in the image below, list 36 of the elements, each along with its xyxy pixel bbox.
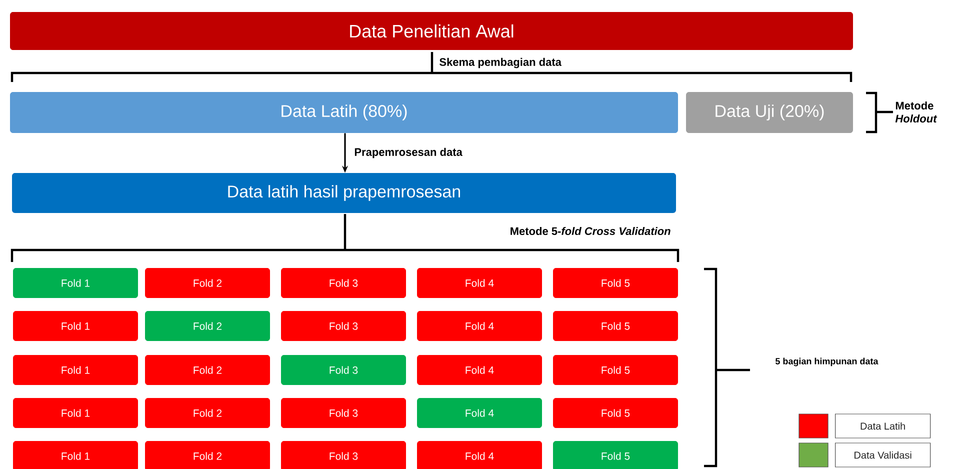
fold-box: Fold 5 xyxy=(553,355,678,385)
fold-box: Fold 1 xyxy=(13,441,138,469)
fold-box: Fold 1 xyxy=(13,268,138,298)
fold-box: Fold 3 xyxy=(281,398,406,428)
fold-box: Fold 4 xyxy=(417,311,542,341)
fold-box: Fold 2 xyxy=(145,355,270,385)
fold-box: Fold 3 xyxy=(281,268,406,298)
fold-box: Fold 4 xyxy=(417,355,542,385)
fold-box: Fold 2 xyxy=(145,311,270,341)
bracket-label: Metode Holdout xyxy=(895,101,938,123)
fold-box: Fold 4 xyxy=(417,268,542,298)
legend-label: Data Latih xyxy=(835,414,931,438)
fold-box: Fold 5 xyxy=(553,268,678,298)
fold-box: Fold 4 xyxy=(417,441,542,469)
fold-box: Fold 5 xyxy=(553,398,678,428)
legend-label: Data Validasi xyxy=(835,442,931,468)
bracket-label: 5 bagian himpunan data xyxy=(776,358,878,366)
bracket-label: Metode 5-fold Cross Validation xyxy=(510,226,670,236)
fold-box: Fold 2 xyxy=(145,398,270,428)
fold-box: Fold 5 xyxy=(553,441,678,469)
bracket-label: Skema pembagian data xyxy=(440,58,562,68)
title-bar: Data Penelitian Awal xyxy=(10,12,853,50)
data-box: Data Latih (80%) xyxy=(10,92,678,133)
fold-box: Fold 5 xyxy=(553,311,678,341)
data-box: Data latih hasil prapemrosesan xyxy=(12,173,676,213)
fold-box: Fold 2 xyxy=(145,441,270,469)
fold-box: Fold 3 xyxy=(281,441,406,469)
fold-box: Fold 1 xyxy=(13,311,138,341)
data-box: Data Uji (20%) xyxy=(686,92,853,133)
fold-box: Fold 1 xyxy=(13,355,138,385)
fold-box: Fold 2 xyxy=(145,268,270,298)
fold-box: Fold 1 xyxy=(13,398,138,428)
fold-box: Fold 4 xyxy=(417,398,542,428)
fold-box: Fold 3 xyxy=(281,311,406,341)
fold-box: Fold 3 xyxy=(281,355,406,385)
edge-label: Prapemrosesan data xyxy=(353,146,464,160)
